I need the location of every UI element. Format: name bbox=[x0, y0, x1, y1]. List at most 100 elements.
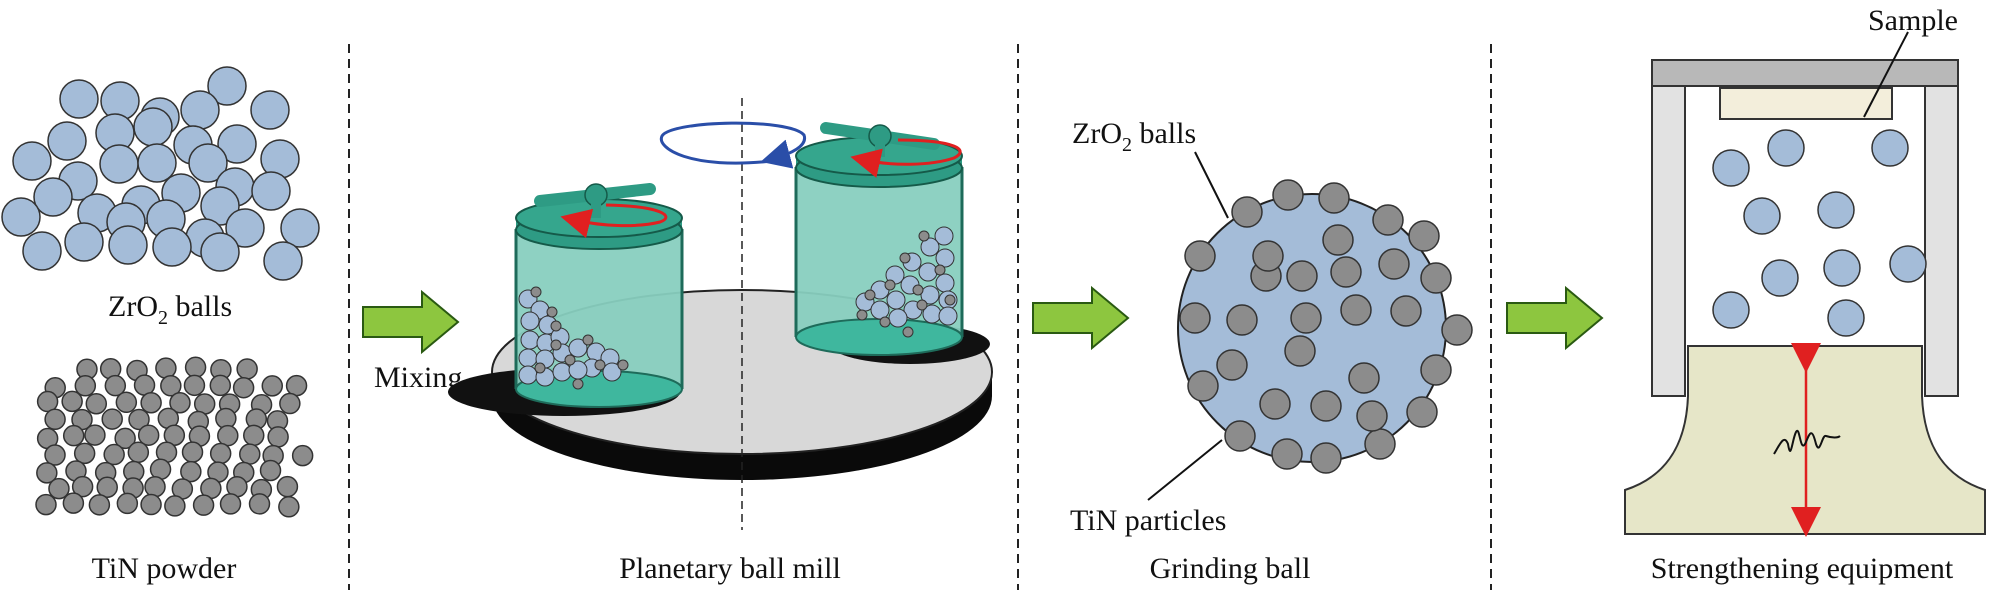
tin-particle bbox=[184, 356, 207, 379]
tin-particle bbox=[209, 374, 232, 397]
green-arrow-icon bbox=[362, 289, 460, 355]
tin-particle bbox=[73, 442, 96, 465]
tin-particle bbox=[85, 392, 108, 415]
zro2-ball bbox=[59, 79, 99, 119]
tin-particle bbox=[116, 492, 139, 515]
zro2-ball bbox=[263, 241, 303, 281]
tin-particle bbox=[1179, 302, 1211, 334]
zro2-ball bbox=[920, 285, 940, 305]
process-arrows bbox=[362, 285, 1604, 355]
tin-powder-label: TiN powder bbox=[92, 552, 237, 585]
tin-particle bbox=[1272, 179, 1304, 211]
tin-particle bbox=[155, 357, 177, 379]
tin-particle bbox=[1364, 428, 1396, 460]
zro2-ball bbox=[99, 144, 139, 184]
tin-particle bbox=[88, 494, 111, 516]
tin-particle bbox=[1322, 224, 1354, 256]
zro2-ball bbox=[133, 107, 173, 147]
tin-particle bbox=[1252, 240, 1284, 272]
zro2-ball bbox=[22, 231, 62, 271]
tin-particle bbox=[918, 230, 930, 242]
tin-particle bbox=[944, 294, 956, 306]
zro2-ball bbox=[602, 362, 622, 382]
tin-particle bbox=[36, 390, 59, 413]
tin-particle bbox=[114, 427, 136, 450]
tin-particle bbox=[1356, 400, 1388, 432]
tin-particle bbox=[1408, 220, 1440, 252]
tin-particle bbox=[267, 426, 289, 448]
zro2-ball bbox=[886, 290, 906, 310]
tin-particle bbox=[1330, 256, 1362, 288]
tin-particle bbox=[1406, 396, 1438, 428]
zro2-ball bbox=[1761, 259, 1799, 297]
tin-particle bbox=[36, 462, 58, 484]
zro2-ball bbox=[33, 177, 73, 217]
tin-particle bbox=[1284, 335, 1316, 367]
rotation-arrow-icon bbox=[659, 121, 807, 169]
zro2-ball bbox=[934, 226, 954, 246]
tin-particle bbox=[61, 390, 83, 413]
tin-particle bbox=[916, 299, 928, 311]
zro2-ball bbox=[152, 227, 192, 267]
zro2-ball bbox=[280, 208, 320, 248]
tin-particle bbox=[74, 375, 97, 397]
zro2-ball bbox=[217, 124, 257, 164]
equipment-top-plate bbox=[1651, 59, 1959, 87]
zro2-ball bbox=[1767, 129, 1805, 167]
zro2-ball bbox=[1889, 245, 1927, 283]
tin-particle bbox=[103, 443, 125, 466]
sample-leader-line bbox=[1863, 31, 1909, 118]
zro2-ball bbox=[920, 237, 940, 257]
zro2-ball bbox=[518, 348, 538, 368]
tin-particle bbox=[864, 289, 876, 301]
tin-particle bbox=[884, 279, 896, 291]
zro2-ball bbox=[518, 365, 538, 385]
panel-separators bbox=[348, 44, 1492, 590]
tin-particle bbox=[285, 374, 308, 397]
tin-particle bbox=[1390, 295, 1422, 327]
tin-powder-cluster bbox=[35, 356, 314, 518]
equipment-zro2-balls bbox=[1712, 129, 1927, 337]
tin-particle bbox=[62, 492, 85, 514]
tin-particle bbox=[239, 443, 261, 465]
tin-particles-callout: TiN particles bbox=[1070, 504, 1226, 537]
zro2-ball bbox=[180, 90, 220, 130]
zro2-ball bbox=[1743, 197, 1781, 235]
tin-particle bbox=[115, 391, 138, 414]
tin-particle bbox=[1187, 370, 1219, 402]
zro2-ball bbox=[200, 232, 240, 272]
tin-particle bbox=[144, 475, 166, 498]
tin-particle bbox=[164, 495, 186, 517]
tin-particle bbox=[1184, 240, 1216, 272]
zro2-ball bbox=[1, 197, 41, 237]
grinding-ball bbox=[1177, 179, 1473, 474]
tin-particle bbox=[180, 460, 202, 483]
tin-particle bbox=[879, 316, 891, 328]
tin-particle bbox=[48, 477, 70, 500]
equipment-right-wall bbox=[1924, 85, 1959, 397]
equipment-left-wall bbox=[1651, 85, 1686, 397]
tin-particle bbox=[261, 375, 284, 397]
tin-particle bbox=[169, 392, 191, 414]
green-arrow-icon bbox=[1506, 285, 1604, 351]
zro2-ball bbox=[1817, 191, 1855, 229]
tin-particle bbox=[104, 374, 127, 397]
planetary-ball-mill-caption: Planetary ball mill bbox=[619, 552, 841, 585]
zro2-ball bbox=[1823, 249, 1861, 287]
tin-particle bbox=[248, 493, 271, 515]
tin-particle bbox=[84, 424, 106, 446]
tin-particle bbox=[140, 392, 162, 414]
tin-particle bbox=[160, 375, 182, 397]
tin-particle bbox=[902, 326, 914, 338]
tin-particle bbox=[1231, 196, 1263, 228]
tin-particle bbox=[1271, 438, 1303, 470]
tin-particle bbox=[209, 442, 232, 465]
tin-particles-on-ball bbox=[1179, 179, 1473, 474]
tin-particle bbox=[276, 475, 299, 498]
zro2-ball bbox=[12, 141, 52, 181]
green-arrow-icon bbox=[1032, 285, 1130, 351]
zro2-ball bbox=[935, 248, 955, 268]
zro2-ball bbox=[1712, 149, 1750, 187]
tin-particle bbox=[564, 354, 576, 366]
zro2-ball bbox=[1827, 299, 1865, 337]
